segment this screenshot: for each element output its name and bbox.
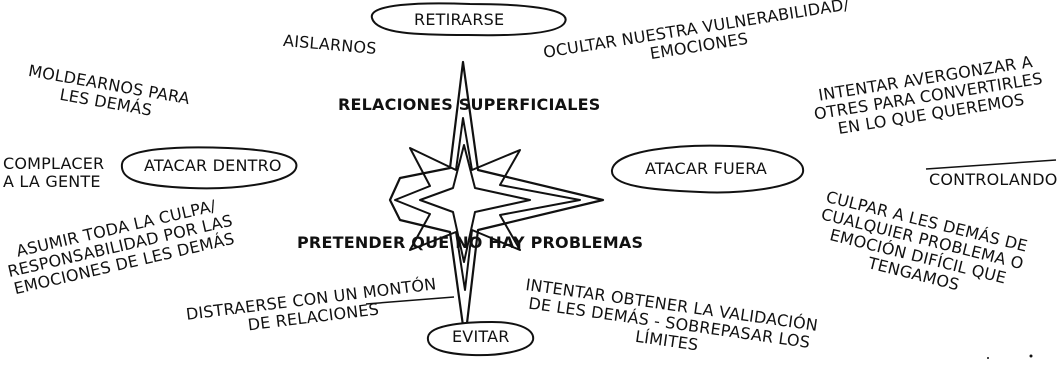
axis-label-bottom: PRETENDER QUE NO HAY PROBLEMAS <box>297 233 644 252</box>
compass-star-inner <box>419 144 531 263</box>
node-oval-top <box>370 2 567 37</box>
underline-lo-que-queremos <box>925 159 1057 170</box>
underline-un-monton <box>365 296 455 305</box>
node-oval-right <box>611 144 805 194</box>
note-complacer: COMPLACER A LA GENTE <box>3 154 105 191</box>
node-atacar-fuera: ATACAR FUERA <box>645 159 768 178</box>
speck <box>987 357 989 359</box>
speck <box>1029 354 1033 358</box>
node-atacar-dentro: ATACAR DENTRO <box>144 156 282 175</box>
axis-label-top: RELACIONES SUPERFICIALES <box>338 95 601 114</box>
node-evitar: EVITAR <box>452 327 510 346</box>
node-oval-left <box>120 146 298 190</box>
node-oval-bottom <box>426 320 535 357</box>
note-controlando: CONTROLANDO <box>929 170 1058 189</box>
compass-star-middle <box>394 117 581 291</box>
node-retirarse: RETIRARSE <box>414 10 505 29</box>
compass-star-outer <box>388 60 605 342</box>
